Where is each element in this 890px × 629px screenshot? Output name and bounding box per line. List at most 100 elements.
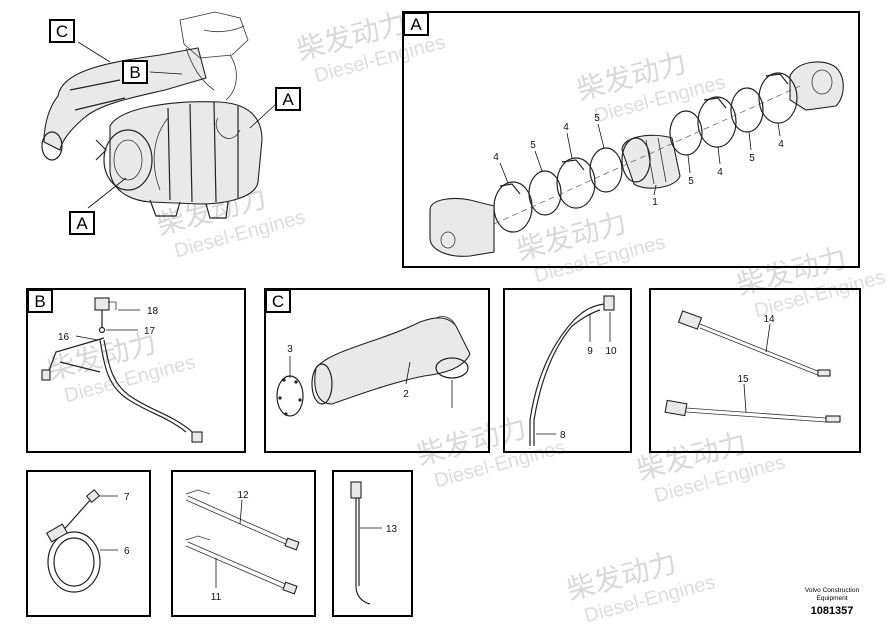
footer-doc-number: 1081357: [811, 605, 854, 617]
panel-f-latch: [45, 523, 69, 543]
panel-e-num-15: 15: [737, 374, 749, 385]
panel-a-clamp-4a-latch: [499, 183, 521, 195]
panel-c-bolt-hole: [294, 380, 298, 384]
panel-d-sensor: [603, 295, 615, 311]
panel-e-cable-14-edge: [699, 327, 821, 377]
panel-e-sensor-14: [677, 310, 703, 330]
panel-f-num-6: 6: [124, 546, 130, 557]
panel-a-num-4b: 4: [563, 122, 569, 133]
footer-line1: Volvo Construction: [805, 587, 860, 594]
panel-b-end-fitting: [41, 369, 51, 381]
panel-g-plug-12: [284, 537, 300, 551]
panel-g-cable-12: [185, 499, 291, 547]
panel-f-frame: [26, 470, 151, 617]
panel-a-leader: [534, 150, 543, 172]
panel-b-sensor: [94, 297, 110, 311]
watermark: 柴发动力 Diesel-Engines 柴发动力 Diesel-Engines …: [43, 6, 887, 627]
panel-g: 12 11: [171, 470, 316, 617]
overview-leader-b: [149, 71, 183, 75]
panel-a-seal-5d: [730, 87, 764, 133]
panel-c-pipe-flange: [311, 363, 333, 405]
panel-g-num-11: 11: [211, 592, 222, 603]
overview-label-c-box: [49, 19, 75, 43]
panel-a-clamp-4b-latch: [561, 159, 585, 171]
panel-h-cable-bend: [355, 585, 371, 605]
panel-c-leader-2: [405, 361, 411, 385]
panel-d: 9 10 8: [503, 288, 632, 453]
panel-e: 14 15: [649, 288, 861, 453]
panel-c-bolt-hole: [282, 378, 286, 382]
overview-label-b-box: [122, 60, 148, 84]
panel-a-num-5a: 5: [530, 140, 536, 151]
panel-a-leader: [748, 131, 752, 151]
panel-a-leader: [777, 122, 781, 137]
panel-f-clamp-band: [47, 531, 101, 593]
panel-h-frame: [332, 470, 413, 617]
panel-b-end-nut: [191, 431, 203, 443]
panel-a-leader: [653, 184, 657, 196]
overview-pipe-end: [41, 131, 63, 161]
panel-h: 13: [332, 470, 413, 617]
panel-a-clamp-4d-latch: [765, 73, 789, 85]
panel-a-num-5b: 5: [594, 113, 600, 124]
panel-g-num-12: 12: [237, 490, 249, 501]
panel-e-cable-15: [685, 407, 827, 419]
panel-b-washer: [98, 326, 106, 334]
overview-sensor-box: [179, 11, 249, 59]
panel-b-leader-16: [75, 335, 99, 341]
overview-canister-bands: [167, 101, 239, 203]
panel-a-left-housing: [429, 197, 495, 257]
panel-c-bolt-hole: [284, 412, 288, 416]
panel-c-pipe-outlet: [435, 357, 469, 379]
panel-g-probe-11: [185, 535, 211, 541]
panel-c-gasket: [276, 375, 304, 417]
panel-c-title: C: [272, 292, 284, 311]
panel-a-leader: [687, 154, 691, 174]
panel-a-num-5c: 5: [688, 176, 694, 187]
panel-c-pipe: [314, 317, 471, 405]
panel-b-title-box: [27, 289, 53, 313]
panel-d-num-8: 8: [560, 430, 566, 441]
panel-a-coupling-1-ribs: [645, 137, 667, 185]
panel-b-pipe-edge: [99, 339, 187, 433]
overview-canister-inner: [113, 139, 143, 181]
panel-c-num-2: 2: [403, 389, 409, 400]
panel-e-leader-14: [765, 323, 771, 353]
panel-g-leader-12: [239, 499, 243, 525]
panel-e-frame: [649, 288, 861, 453]
panel-e-plug-14: [817, 369, 831, 377]
overview-leader-a-bottom: [87, 177, 127, 209]
panel-a-right-port: [811, 69, 833, 95]
panel-g-frame: [171, 470, 316, 617]
overview-label-b: B: [129, 63, 140, 82]
overview-canister: [109, 101, 263, 205]
panel-b-pipe: [103, 339, 201, 441]
panel-a-num-4d: 4: [778, 139, 784, 150]
panel-a-clamp-4c-latch: [703, 97, 727, 109]
panel-h-connector: [350, 481, 362, 499]
panel-a-seal-5a: [528, 170, 562, 216]
overview-wiring: [185, 25, 245, 101]
overview-label-a-top: A: [282, 90, 294, 109]
panel-d-cable-sheath: [533, 309, 601, 446]
panel-a-title: A: [410, 15, 422, 34]
panel-b-title: B: [34, 292, 45, 311]
overview-label-a-bottom-box: [69, 211, 95, 235]
overview-flange: [95, 139, 107, 161]
panel-a-right-housing: [789, 61, 844, 111]
panel-a-num-4c: 4: [717, 167, 723, 178]
panel-a-leader: [597, 123, 605, 149]
panel-b: B 18 16 17: [26, 288, 246, 453]
overview-leader-a-top: [249, 103, 277, 129]
panel-f-clamp-band-inner: [53, 537, 95, 587]
panel-a-leader: [499, 162, 509, 184]
overview-label-a-bottom: A: [76, 214, 88, 233]
overview-assembly: C B A A: [41, 11, 301, 235]
panel-b-branch: [59, 361, 101, 373]
panel-b-num-16: 16: [58, 332, 70, 343]
panel-d-num-9: 9: [587, 346, 593, 357]
panel-c-num-3: 3: [287, 344, 293, 355]
panel-e-leader-15: [743, 383, 747, 413]
panel-a-axis: [493, 85, 801, 225]
